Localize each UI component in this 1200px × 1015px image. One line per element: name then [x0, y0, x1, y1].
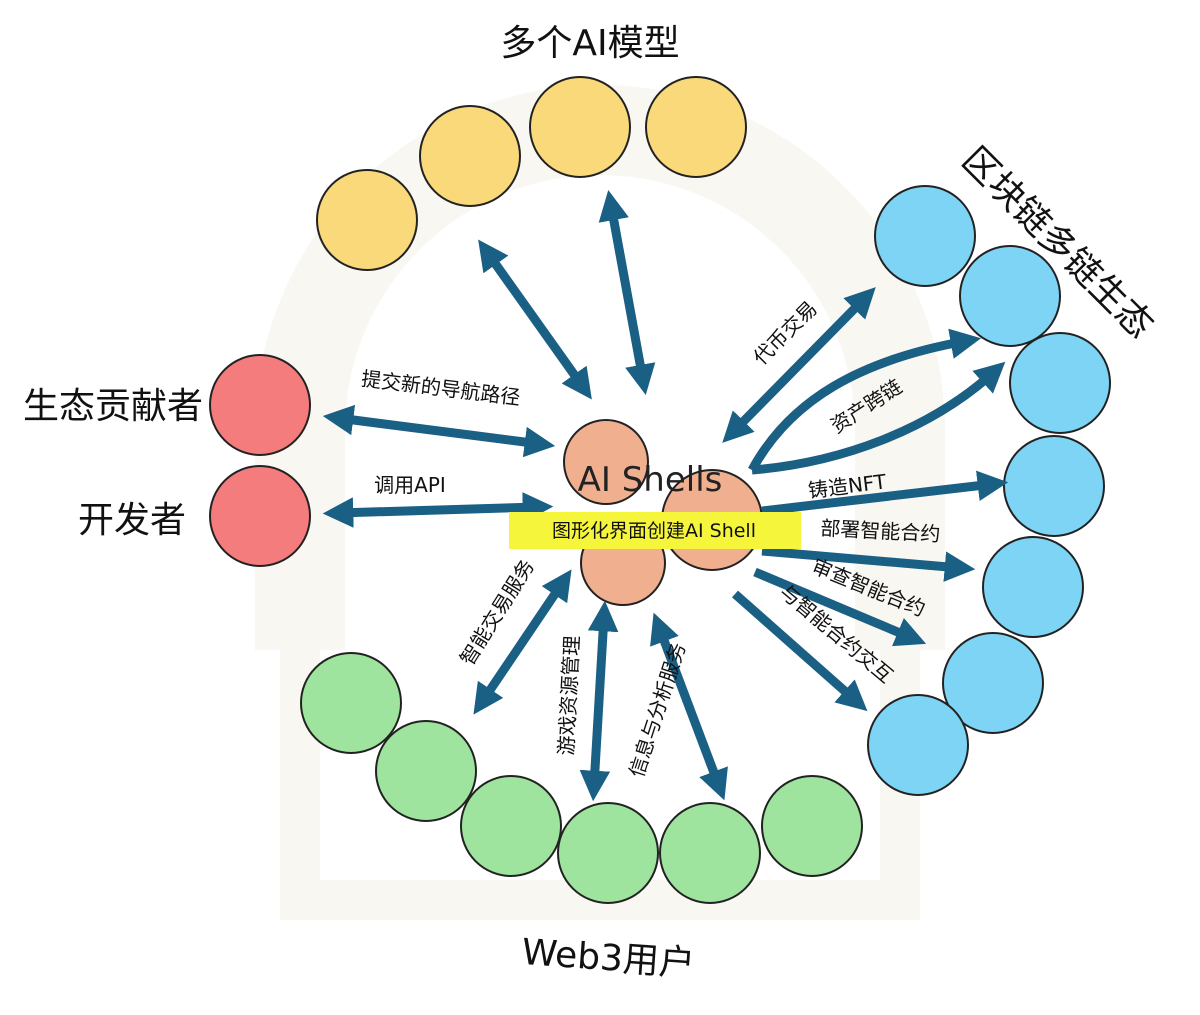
user-node	[300, 652, 402, 754]
contributors-label: 生态贡献者	[23, 386, 203, 427]
user-node	[460, 775, 562, 877]
actor-nodes	[209, 354, 311, 567]
chain-nodes	[867, 185, 1111, 796]
ai-models-label: 多个AI模型	[500, 23, 679, 64]
arrow-ai-1	[478, 239, 592, 400]
chain-node	[959, 245, 1061, 347]
deploy-contract-label: 部署智能合约	[820, 516, 941, 546]
ai-model-nodes	[316, 76, 747, 271]
smart-trade-label: 智能交易服务	[455, 555, 539, 669]
chain-node	[942, 632, 1044, 734]
arrow-cross-chain-upper	[748, 328, 982, 473]
chain-node	[874, 185, 976, 287]
arrow-developer	[322, 492, 554, 528]
info-analysis-label: 信息与分析服务	[624, 640, 690, 781]
ai-model-node	[419, 105, 521, 207]
arrow-audit	[753, 567, 927, 647]
center-subtitle: 图形化界面创建AI Shell	[552, 520, 756, 542]
chain-node	[1009, 332, 1111, 434]
arrow-game-asset	[579, 600, 619, 802]
chain-node	[982, 536, 1084, 638]
arrow-deploy	[761, 546, 976, 582]
game-asset-label: 游戏资源管理	[554, 635, 584, 756]
user-node	[557, 802, 659, 904]
chain-node	[1003, 435, 1105, 537]
web3-user-nodes	[300, 652, 863, 904]
user-node	[761, 775, 863, 877]
center-title: AI Shells	[578, 460, 723, 500]
web3-users-label: Web3用户	[520, 932, 696, 985]
center-node	[563, 419, 649, 505]
arrow-mint-nft	[761, 470, 1009, 516]
arrow-ai-2	[598, 189, 656, 396]
call-api-label: 调用API	[374, 473, 446, 497]
ai-model-node	[316, 169, 418, 271]
chain-node	[867, 694, 969, 796]
subtitle-highlight	[509, 512, 801, 549]
ai-model-node	[645, 76, 747, 178]
arrow-info	[650, 612, 728, 801]
contributor-node	[209, 354, 311, 456]
user-node	[659, 802, 761, 904]
submit-path-label: 提交新的导航路径	[360, 366, 522, 409]
arrow-interact	[732, 590, 868, 712]
ai-model-node	[529, 76, 631, 178]
arrow-contributor	[322, 404, 556, 458]
user-node	[375, 720, 477, 822]
arrows	[322, 189, 1009, 802]
arrow-cross-chain-lower	[751, 361, 1006, 475]
arrow-token-trade	[722, 287, 876, 443]
arrow-smart-trade	[473, 569, 572, 715]
developers-label: 开发者	[78, 500, 186, 541]
developer-node	[209, 465, 311, 567]
